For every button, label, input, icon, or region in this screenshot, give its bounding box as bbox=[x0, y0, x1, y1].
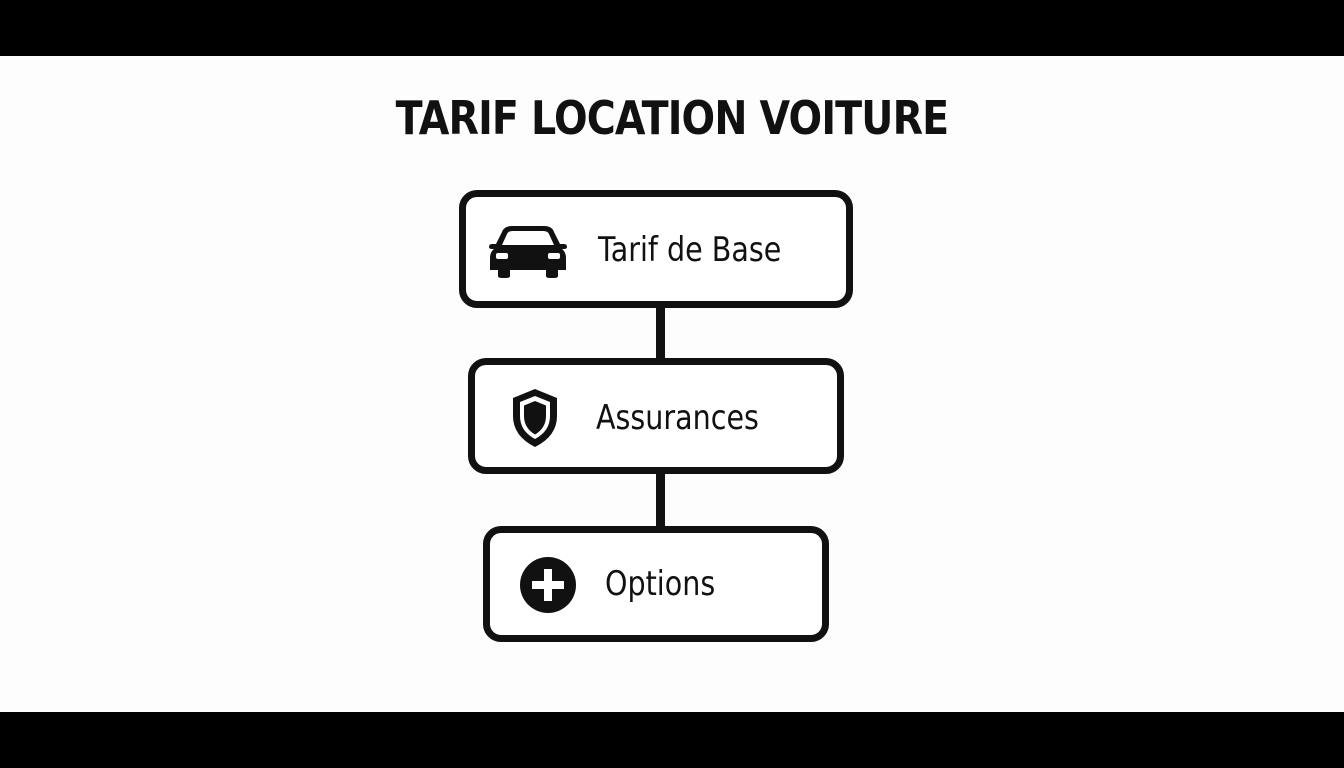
connector-line bbox=[656, 472, 665, 528]
car-icon bbox=[489, 226, 567, 278]
letterbox-top bbox=[0, 0, 1344, 56]
node-label: Assurances bbox=[596, 398, 759, 438]
diagram-title: TARIF LOCATION VOITURE bbox=[395, 91, 950, 145]
connector-line bbox=[656, 306, 665, 360]
plus-circle-icon bbox=[520, 557, 576, 613]
node-label: Options bbox=[605, 564, 716, 604]
letterbox-bottom bbox=[0, 712, 1344, 768]
node-label: Tarif de Base bbox=[598, 230, 782, 270]
shield-icon bbox=[513, 389, 557, 447]
